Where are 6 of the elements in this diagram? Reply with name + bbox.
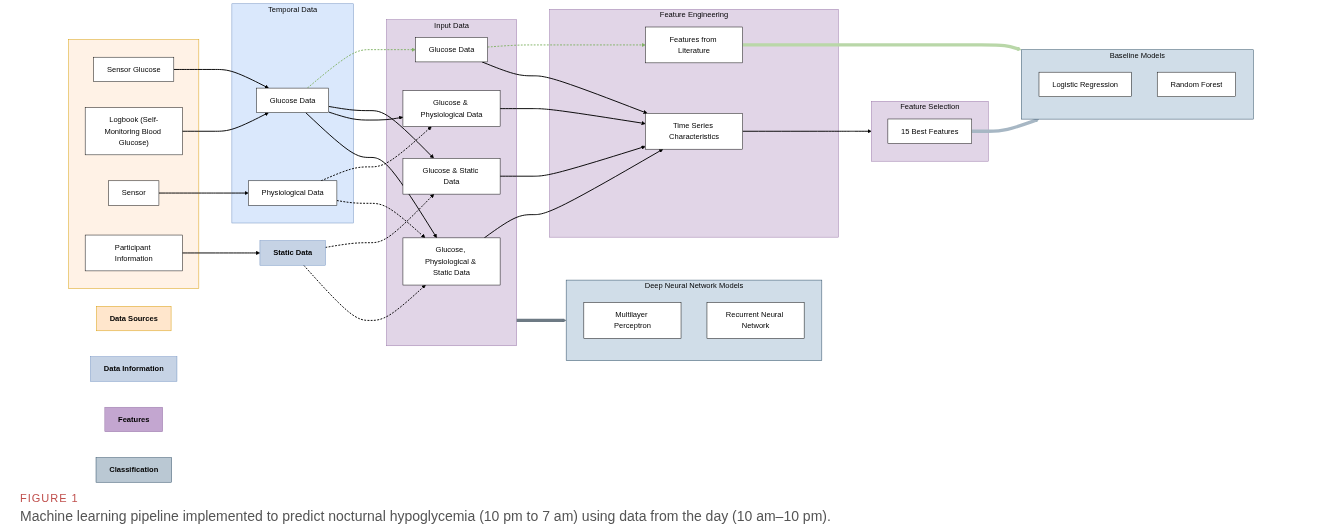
figure-label: FIGURE 1 (20, 492, 79, 504)
arrow (742, 43, 1022, 51)
arrow (516, 318, 567, 323)
cluster (68, 39, 200, 289)
arrow (971, 118, 1040, 133)
caption: Machine learning pipeline implemented to predict nocturnal hypoglycemia (10 pm to 7 am) using data from the day (10 am–10 pm). (20, 508, 832, 524)
